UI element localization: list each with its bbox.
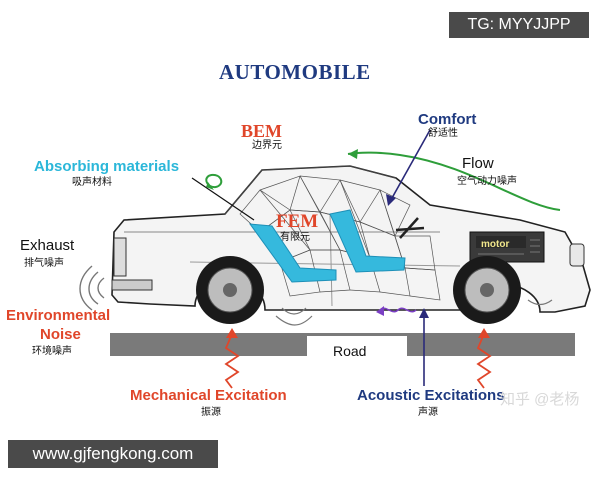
bem-cn-label: 边界元 bbox=[252, 140, 282, 151]
absorbing-materials-label: Absorbing materials bbox=[34, 158, 180, 175]
environmental-noise-label-line2: Noise bbox=[40, 326, 81, 343]
absorbing-panel-rear bbox=[248, 223, 337, 283]
absorbing-panel-front bbox=[329, 209, 406, 273]
fem-cn-label: 有限元 bbox=[280, 232, 310, 243]
comfort-label: Comfort bbox=[418, 111, 477, 128]
flow-swirl-head bbox=[206, 182, 214, 190]
exhaust-cn-label: 排气噪声 bbox=[24, 258, 64, 269]
acoustic-source-squiggle bbox=[379, 307, 417, 313]
rear-light bbox=[113, 237, 127, 277]
fem-label: FEM bbox=[276, 211, 319, 232]
mechanical-excitation-cn-label: 振源 bbox=[201, 407, 221, 418]
acoustic-source-head bbox=[376, 306, 384, 316]
car-roof bbox=[261, 165, 397, 179]
mech-excitation-rear-head bbox=[226, 328, 238, 338]
rear-pillar bbox=[224, 169, 263, 215]
flow-cn-label: 空气动力噪声 bbox=[457, 176, 517, 187]
headlight bbox=[569, 243, 585, 267]
motor-label: motor bbox=[481, 239, 510, 250]
road-label-box bbox=[307, 336, 407, 358]
front-wheel bbox=[453, 256, 521, 324]
underbody-noise-waves bbox=[275, 299, 553, 326]
url-watermark-badge: www.gjfengkong.com bbox=[8, 440, 218, 468]
environmental-noise-cn-label: 环境噪声 bbox=[32, 346, 72, 357]
engine-details bbox=[478, 239, 540, 255]
mech-excitation-front bbox=[476, 333, 492, 389]
road-label: Road bbox=[333, 343, 367, 359]
flow-arrowhead bbox=[348, 149, 358, 159]
environmental-noise-label-line1: Environmental bbox=[6, 307, 111, 324]
flow-arrow bbox=[347, 151, 561, 211]
mechanical-excitation-label: Mechanical Excitation bbox=[130, 387, 287, 404]
comfort-arrow bbox=[391, 129, 431, 199]
diagram-title: AUTOMOBILE bbox=[219, 60, 371, 84]
exhaust-noise-waves bbox=[79, 265, 105, 311]
comfort-cn-label: 舒适性 bbox=[428, 128, 458, 139]
tg-watermark-badge: TG: MYYJJPP bbox=[449, 12, 589, 38]
exhaust-label: Exhaust bbox=[20, 237, 75, 254]
bem-label: BEM bbox=[241, 121, 283, 141]
comfort-arrowhead bbox=[386, 194, 396, 206]
acoustic-excitations-cn-label: 声源 bbox=[418, 407, 438, 418]
door-line bbox=[329, 213, 333, 307]
steering-wheel bbox=[395, 217, 425, 239]
bumper-rear bbox=[111, 279, 153, 291]
mech-excitation-front-head bbox=[478, 328, 490, 338]
absorbing-cn-label: 吸声材料 bbox=[72, 177, 112, 188]
motor-label-bg bbox=[476, 236, 526, 248]
rear-wheel bbox=[196, 256, 264, 324]
acoustic-excitations-label: Acoustic Excitations bbox=[357, 387, 505, 404]
mech-excitation-rear bbox=[224, 333, 240, 389]
absorbing-pointer bbox=[191, 177, 255, 221]
acoustic-arrowhead bbox=[419, 308, 429, 318]
zhihu-watermark: 知乎 @老杨 bbox=[500, 391, 580, 408]
flow-label: Flow bbox=[462, 155, 494, 172]
